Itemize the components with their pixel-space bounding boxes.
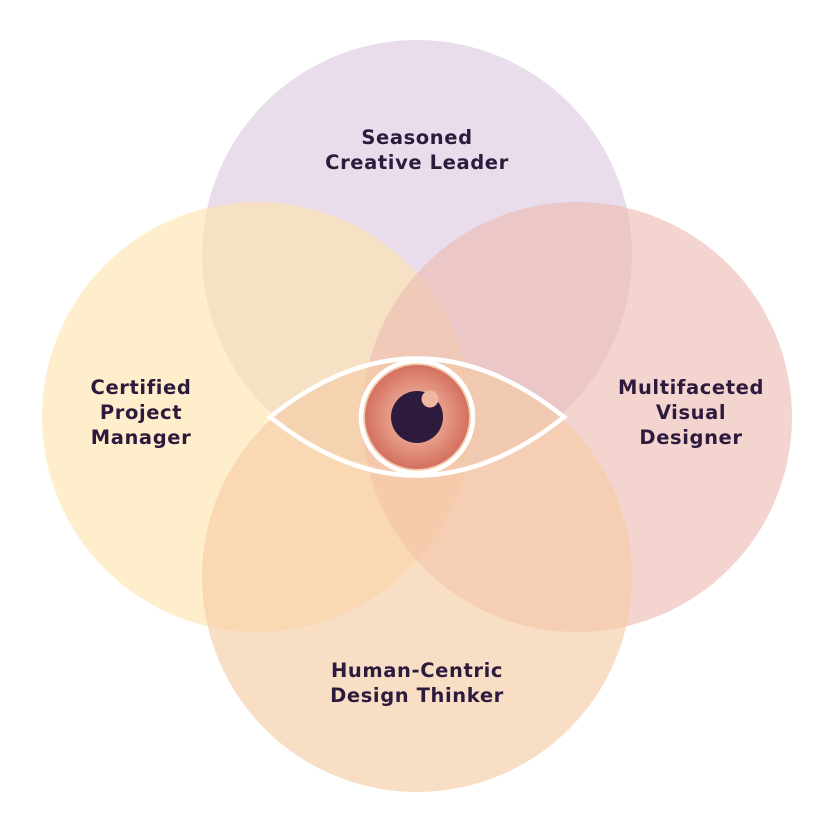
circles-group <box>42 40 792 792</box>
label-visual-designer-line-2: Visual <box>656 401 726 424</box>
eye-outline <box>266 356 568 478</box>
circle-design-thinker <box>202 362 632 792</box>
label-project-manager-line-3: Manager <box>91 426 192 449</box>
eye-icon <box>266 356 568 478</box>
label-project-manager-line-2: Project <box>100 401 182 424</box>
label-visual-designer-line-3: Designer <box>639 426 742 449</box>
label-creative-leader-line-1: Seasoned <box>361 126 472 149</box>
label-design-thinker-line-2: Design Thinker <box>330 684 504 707</box>
label-design-thinker: Human-Centric Design Thinker <box>330 659 504 707</box>
label-visual-designer-line-1: Multifaceted <box>618 376 764 399</box>
pupil-highlight <box>421 390 439 408</box>
label-project-manager-line-1: Certified <box>91 376 192 399</box>
label-creative-leader: Seasoned Creative Leader <box>325 126 509 174</box>
label-visual-designer: Multifaceted Visual Designer <box>618 376 764 449</box>
label-project-manager: Certified Project Manager <box>91 376 192 449</box>
iris-ring <box>358 358 476 476</box>
label-creative-leader-line-2: Creative Leader <box>325 151 509 174</box>
label-design-thinker-line-1: Human-Centric <box>331 659 503 682</box>
